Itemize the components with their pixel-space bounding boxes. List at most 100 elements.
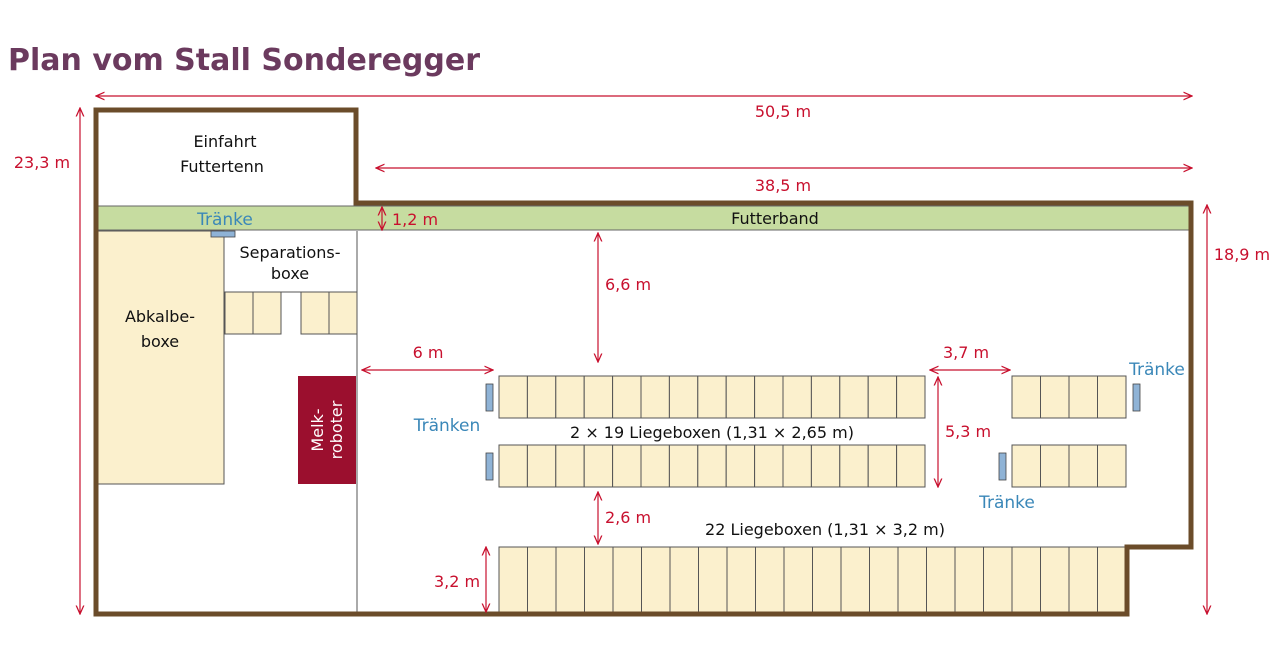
stall-row-lower (498, 444, 926, 488)
stall-box (697, 375, 727, 419)
stall-box (1040, 444, 1070, 488)
milking-robot-label-1: Melk- (308, 408, 327, 451)
calving-box-label-1: Abkalbe- (125, 307, 195, 326)
dim-feed-band: 1,2 m (392, 210, 438, 229)
stall-box (812, 546, 842, 614)
stall-row-right-lower (1011, 444, 1127, 488)
stall-box (498, 546, 528, 614)
stall-box (584, 546, 614, 614)
separation-label-2: boxe (271, 264, 309, 283)
feed-band-label: Futterband (731, 209, 819, 228)
water-trough-top (210, 230, 236, 238)
calving-box (96, 230, 225, 485)
milking-robot (298, 376, 356, 484)
dimension-lines (80, 96, 1207, 614)
stall-box (867, 444, 898, 488)
single-row-label: 22 Liegeboxen (1,31 × 3,2 m) (705, 520, 945, 539)
separation-stalls (224, 291, 358, 335)
stall-box (640, 444, 670, 488)
stall-box (526, 444, 557, 488)
stall-box (782, 444, 812, 488)
stall-box (839, 444, 869, 488)
stall-box (1097, 375, 1127, 419)
stall-box (810, 375, 841, 419)
milking-robot-label-2: roboter (327, 400, 346, 459)
stall-row-right-upper (1011, 375, 1127, 419)
barn-outer-wall (93, 107, 1194, 617)
water-label-right-top: Tränke (1128, 360, 1185, 380)
stall-box (1068, 444, 1098, 488)
stall-box (555, 444, 585, 488)
water-label-right-bottom: Tränke (978, 493, 1035, 513)
stall-box (640, 375, 670, 419)
barn-floor (96, 110, 1191, 614)
water-trough-left-upper (485, 383, 494, 412)
stall-box (783, 546, 813, 614)
stall-box (983, 546, 1013, 614)
stall-box (896, 444, 926, 488)
stall-box (1011, 444, 1041, 488)
dim-total-width: 50,5 m (755, 102, 811, 121)
feed-band (95, 205, 1190, 231)
stall-box (896, 375, 926, 419)
stall-box (755, 546, 785, 614)
water-label-top: Tränke (196, 210, 253, 230)
stall-box (1011, 546, 1041, 614)
stall-box (498, 444, 528, 488)
stall-box (498, 375, 528, 419)
stall-box (526, 375, 557, 419)
stall-box (1011, 375, 1041, 419)
calving-box-label-2: boxe (141, 332, 179, 351)
entrance-label-1: Einfahrt (193, 132, 256, 151)
water-trough-right-upper (1132, 383, 1141, 412)
stall-box (555, 546, 585, 614)
stall-box (612, 375, 642, 419)
dim-main-width: 38,5 m (755, 176, 811, 195)
page-title: Plan vom Stall Sonderegger (8, 43, 480, 78)
stall-box (954, 546, 984, 614)
stall-box (669, 546, 699, 614)
stall-box (725, 375, 756, 419)
stall-box (1068, 375, 1098, 419)
dim-total-height: 23,3 m (14, 153, 70, 172)
stall-box (583, 375, 614, 419)
stall-box (1097, 546, 1127, 614)
dim-aisle-top: 6,6 m (605, 275, 651, 294)
stall-box (840, 546, 870, 614)
stall-box (869, 546, 899, 614)
stall-box (867, 375, 898, 419)
stall-box (839, 375, 869, 419)
dim-main-height: 18,9 m (1214, 245, 1270, 264)
water-label-left: Tränken (413, 416, 481, 436)
stall-box (1097, 444, 1127, 488)
stall-box (668, 375, 699, 419)
stall-box (810, 444, 841, 488)
stall-box (583, 444, 614, 488)
stall-box (1040, 546, 1070, 614)
stall-box (726, 546, 756, 614)
stall-box (668, 444, 699, 488)
water-trough-right-lower (998, 452, 1007, 481)
separation-label-1: Separations- (239, 243, 340, 262)
dim-double-row: 5,3 m (945, 422, 991, 441)
water-trough-left-lower (485, 452, 494, 481)
stall-box (1040, 375, 1070, 419)
stall-box (527, 546, 557, 614)
stall-box (1068, 546, 1098, 614)
entrance-label-2: Futtertenn (180, 157, 264, 176)
stall-box (698, 546, 728, 614)
dim-single-row: 3,2 m (434, 572, 480, 591)
stall-box (926, 546, 956, 614)
stall-box (697, 444, 727, 488)
stall-box (782, 375, 812, 419)
stall-box (754, 375, 784, 419)
stall-box (897, 546, 927, 614)
dim-aisle-bottom: 2,6 m (605, 508, 651, 527)
stall-row-upper (498, 375, 926, 419)
stall-box (754, 444, 784, 488)
double-row-label: 2 × 19 Liegeboxen (1,31 × 2,65 m) (570, 423, 854, 442)
dim-cross-gap: 3,7 m (943, 343, 989, 362)
stall-box (555, 375, 585, 419)
stall-box (612, 444, 642, 488)
